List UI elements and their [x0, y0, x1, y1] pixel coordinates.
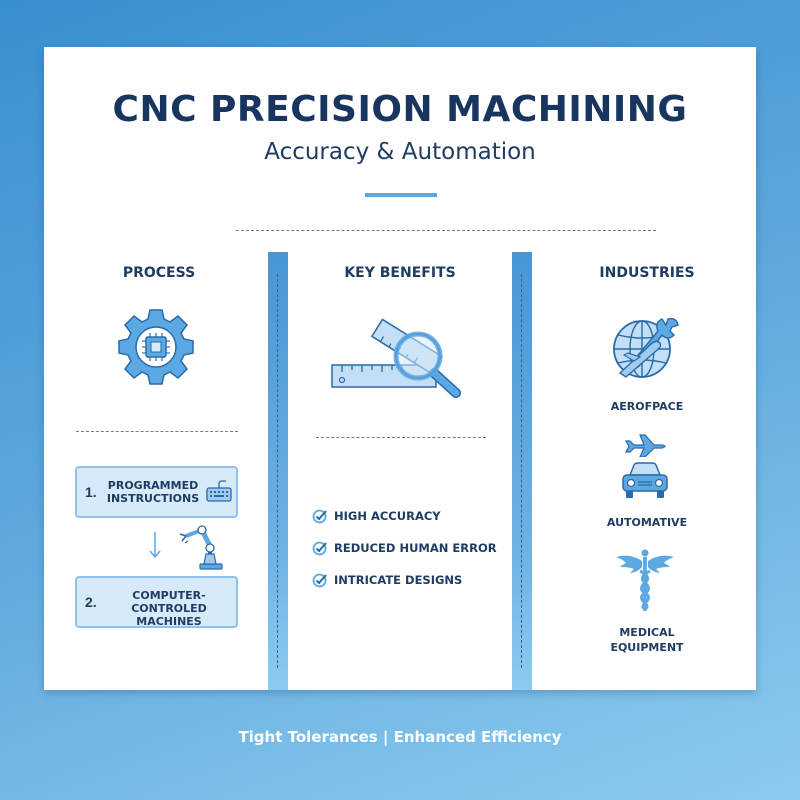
- process-step-1: 1. PROGRAMMED INSTRUCTIONS: [75, 466, 238, 518]
- page-subtitle: Accuracy & Automation: [264, 139, 536, 165]
- keyboard-icon: [206, 480, 232, 502]
- robot-arm-icon: [179, 525, 223, 570]
- process-step-2: 2. COMPUTER-CONTROLED MACHINES: [75, 576, 238, 628]
- key-benefits-heading: KEY BENEFITS: [344, 265, 456, 281]
- check-circle-icon: [312, 541, 327, 556]
- step-2-number: 2.: [85, 594, 97, 610]
- process-dashed-divider: [76, 431, 238, 432]
- check-circle-icon: [312, 573, 327, 588]
- column-divider-right: [512, 252, 532, 690]
- arrow-down-icon: [149, 532, 161, 559]
- industry-medical-label: MEDICAL EQUIPMENT: [610, 626, 684, 654]
- step-1-number: 1.: [85, 484, 97, 500]
- benefit-item: INTRICATE DESIGNS: [312, 572, 462, 588]
- benefits-dashed-divider: [316, 437, 486, 438]
- ruler-magnifier-icon: [331, 318, 461, 398]
- benefit-item: REDUCED HUMAN ERROR: [312, 540, 497, 556]
- check-circle-icon: [312, 509, 327, 524]
- globe-wrench-plane-icon: [613, 317, 679, 378]
- industries-heading: INDUSTRIES: [599, 265, 695, 281]
- caduceus-icon: [616, 549, 674, 611]
- car-icon: [622, 462, 668, 498]
- step-1-label: PROGRAMMED INSTRUCTIONS: [106, 479, 200, 505]
- industry-aerospace-label: AEROFPACE: [610, 400, 684, 413]
- footer-tagline: Tight Tolerances | Enhanced Efficiency: [238, 728, 562, 746]
- benefit-item: HIGH ACCURACY: [312, 508, 441, 524]
- step-2-label: COMPUTER-CONTROLED MACHINES: [131, 589, 207, 628]
- page-title: CNC PRECISION MACHINING: [112, 89, 688, 130]
- airplane-icon: [624, 434, 666, 457]
- process-heading: PROCESS: [122, 265, 196, 281]
- infographic-card: CNC PRECISION MACHINING Accuracy & Autom…: [44, 47, 756, 690]
- column-divider-left: [268, 252, 288, 690]
- accent-underline: [365, 193, 437, 197]
- gear-chip-icon: [118, 309, 194, 385]
- industry-automotive-label: AUTOMATIVE: [606, 516, 688, 529]
- header-dashed-divider: [236, 230, 656, 231]
